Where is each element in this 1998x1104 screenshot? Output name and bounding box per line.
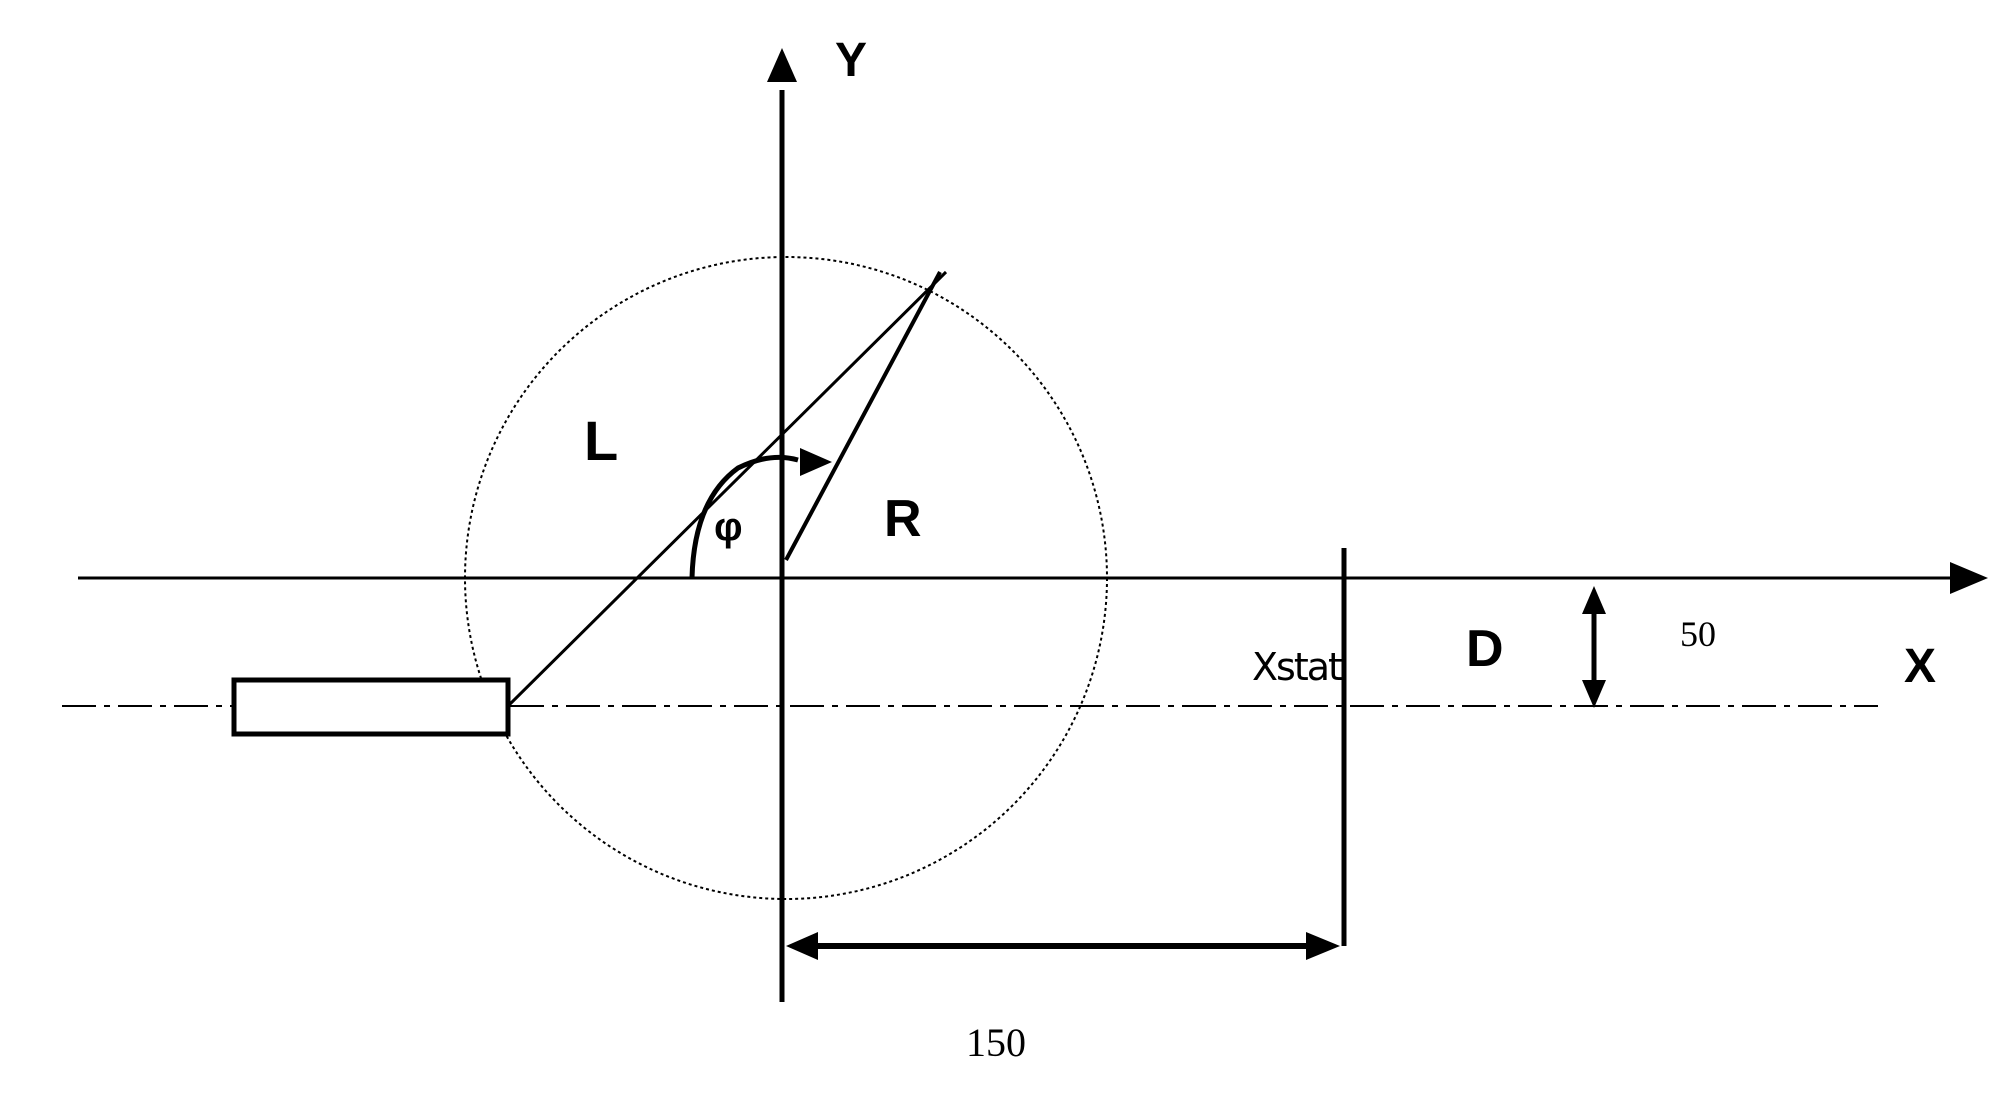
connecting-rod-label: L [584, 409, 618, 472]
y-axis-label: Y [835, 34, 867, 87]
x-axis-arrow-icon [1950, 562, 1988, 594]
stroke-arrow-left-icon [786, 932, 818, 960]
crank-label: R [884, 490, 922, 548]
offset-value-label: 50 [1680, 614, 1716, 654]
connecting-rod-line [506, 270, 948, 708]
x-axis-label: X [1904, 640, 1936, 693]
slider-block [231, 677, 511, 737]
y-axis-arrow-icon [767, 48, 797, 82]
offset-arrow-down-icon [1582, 680, 1606, 708]
stroke-start-label: Xstat [1252, 645, 1342, 689]
stroke-arrow-right-icon [1306, 932, 1340, 960]
offset-arrow-up-icon [1582, 586, 1606, 614]
angle-arc [689, 454, 799, 579]
crank-line [784, 271, 942, 561]
offset-label: D [1466, 620, 1504, 678]
angle-arrow-icon [800, 448, 832, 476]
stroke-value-label: 150 [966, 1020, 1026, 1065]
angle-label: φ [714, 505, 743, 549]
